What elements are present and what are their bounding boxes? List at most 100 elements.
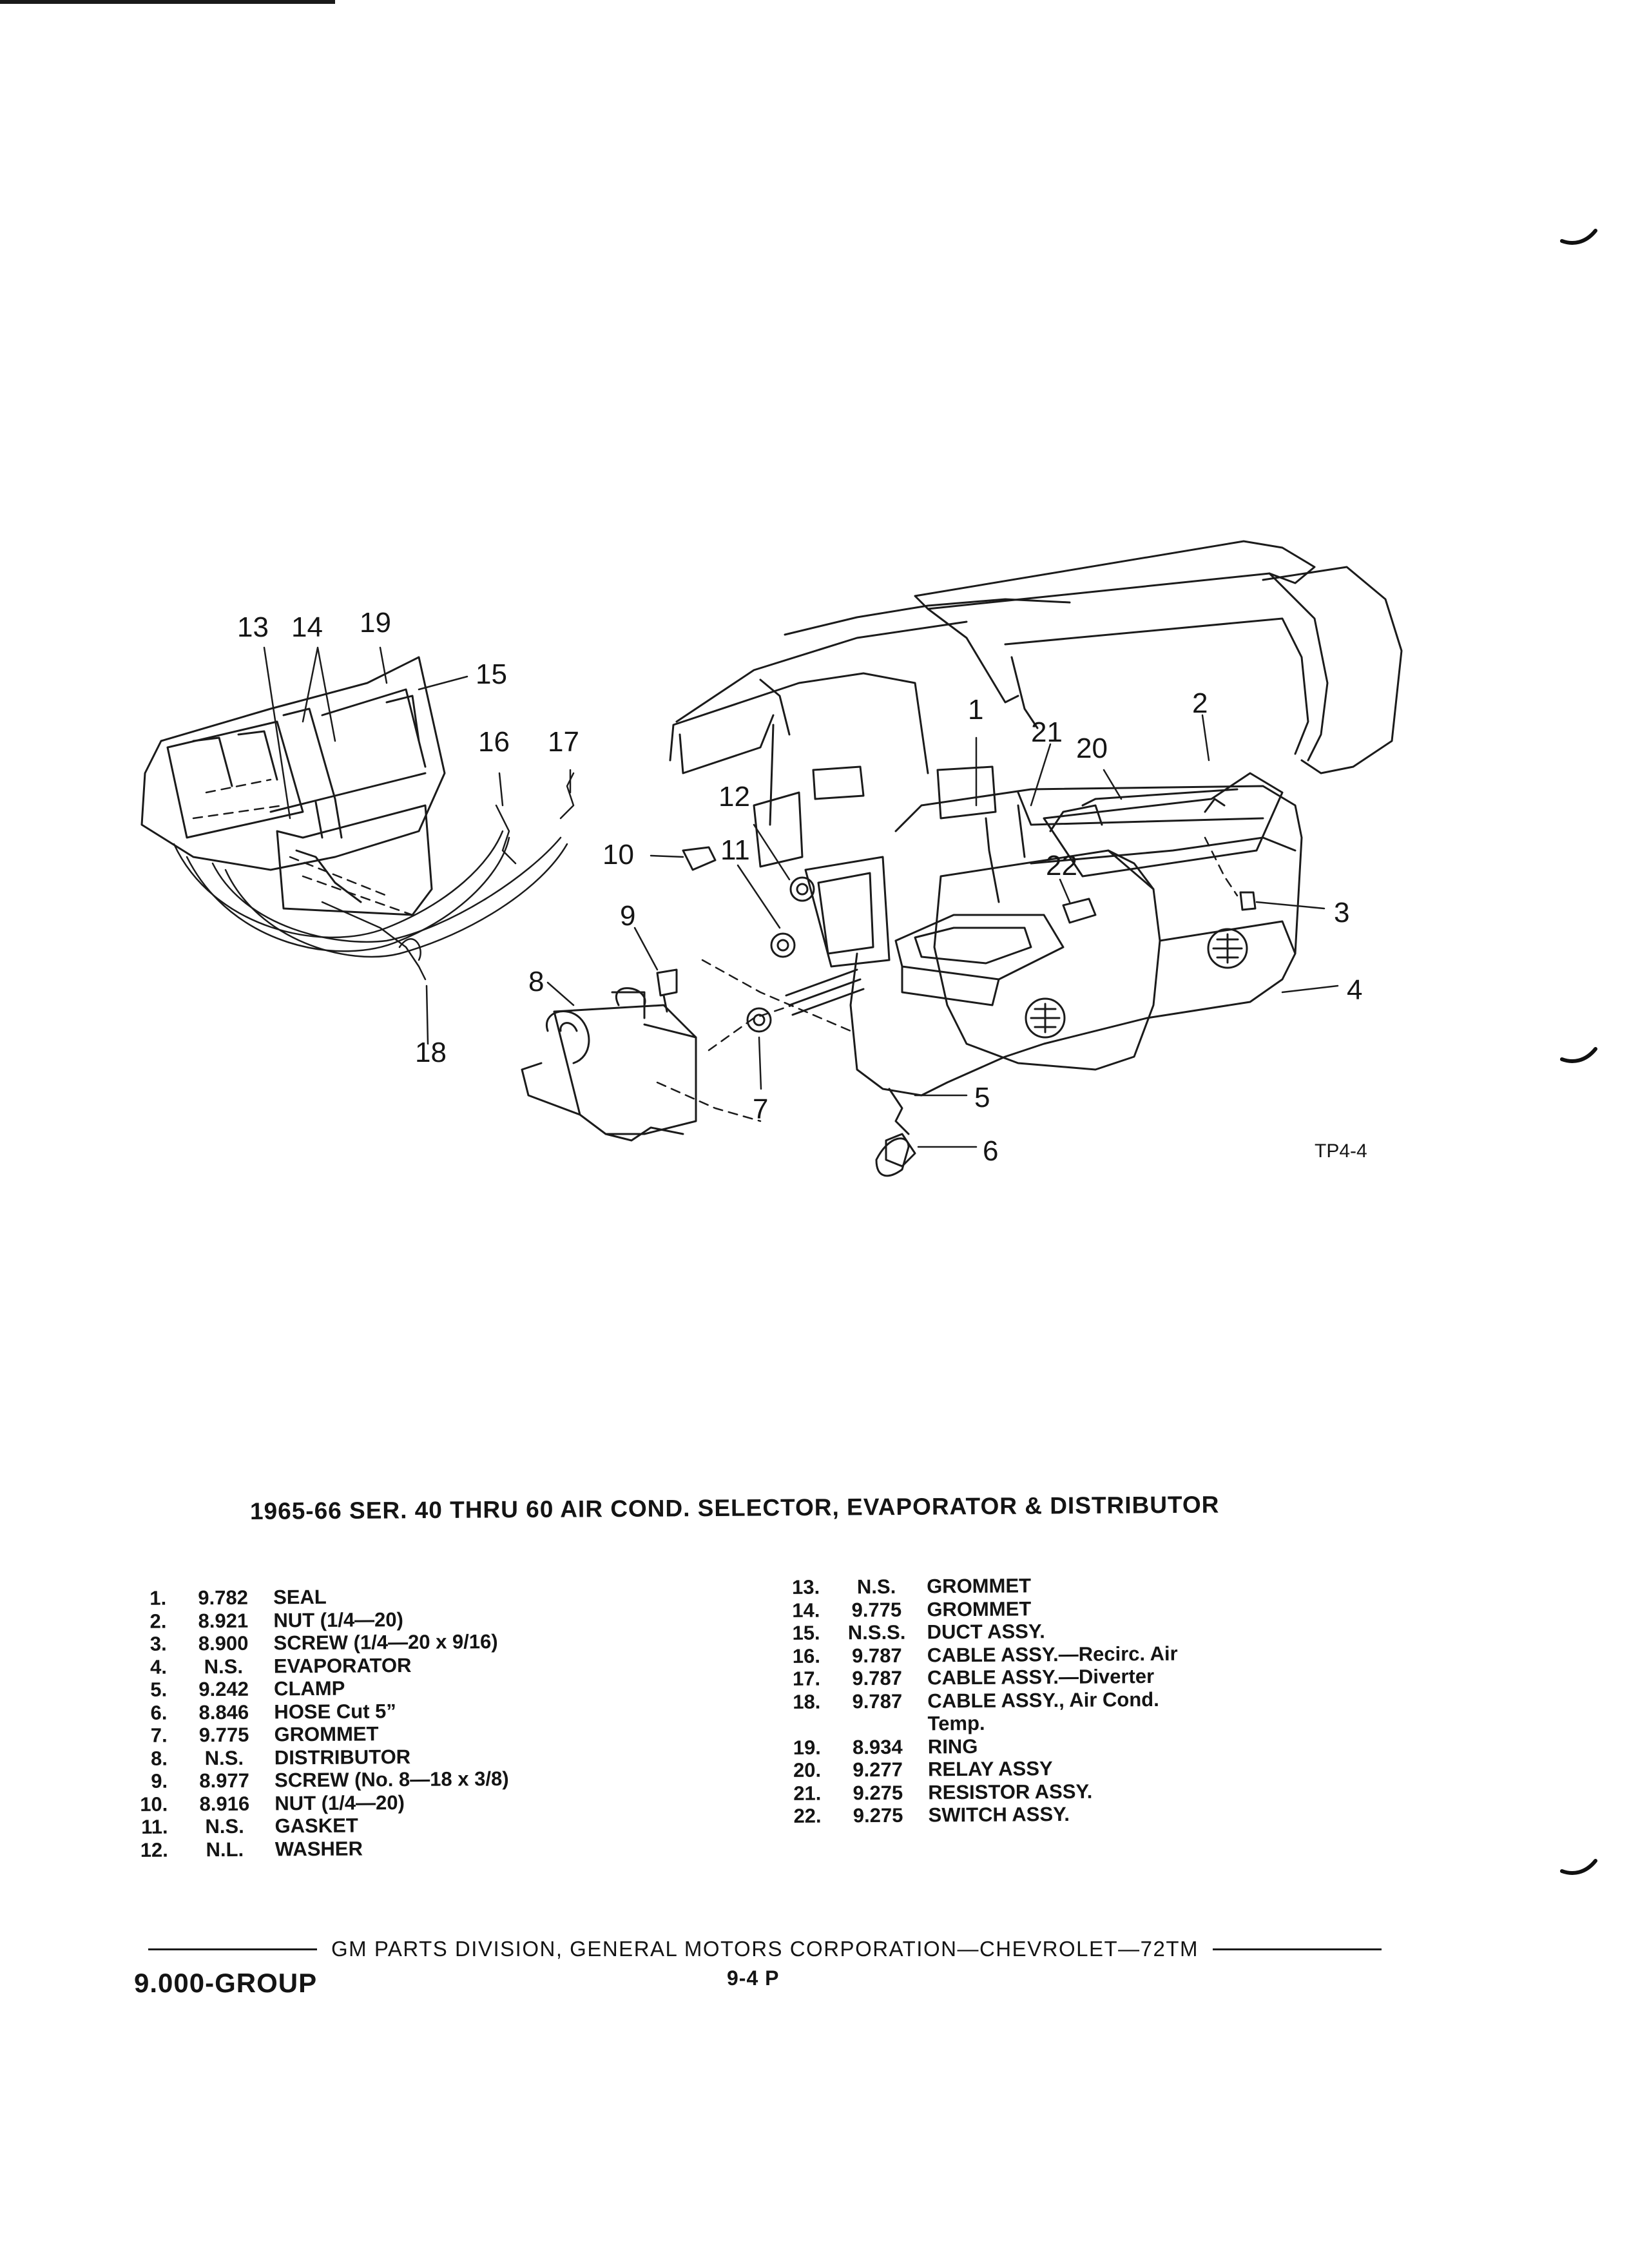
part-number: 16. (792, 1644, 820, 1667)
footer: GM PARTS DIVISION, GENERAL MOTORS CORPOR… (148, 1935, 1392, 1963)
callout-22: 22 (1046, 850, 1077, 881)
group-code: N.S.S. (847, 1620, 906, 1644)
part-number: 3. (149, 1632, 167, 1655)
part-description: WASHER (275, 1836, 363, 1860)
evaporator-housing-drawing (849, 772, 1303, 1097)
group-code: N.S. (205, 1814, 244, 1838)
distributor-drawing (521, 987, 697, 1142)
part-description: SCREW (No. 8—18 x 3/8) (274, 1767, 509, 1792)
leader-lines (263, 646, 1339, 1148)
top-edge-rule (0, 0, 335, 4)
callout-9: 9 (620, 900, 636, 932)
part-description: EVAPORATOR (273, 1653, 412, 1677)
part-number: 14. (792, 1599, 820, 1622)
callout-19: 19 (360, 607, 391, 639)
parts-list-row: 15. N.S.S. DUCT ASSY. (782, 1619, 1177, 1645)
part-description: HOSE Cut 5” (274, 1699, 396, 1723)
part-description: CABLE ASSY., Air Cond. (927, 1687, 1159, 1712)
group-code: 9.277 (853, 1758, 903, 1782)
duct-assembly-drawing (140, 656, 446, 916)
parts-list-row: 7. 9.775 GROMMET (130, 1722, 508, 1747)
part-number: 19. (793, 1736, 821, 1759)
part-number: 21. (793, 1782, 822, 1805)
part-number: 8. (150, 1747, 168, 1770)
publisher-line: GM PARTS DIVISION, GENERAL MOTORS CORPOR… (331, 1937, 1199, 1961)
group-code: 9.775 (851, 1598, 902, 1621)
part-description: RESISTOR ASSY. (928, 1780, 1093, 1803)
part-number: 15. (792, 1621, 820, 1644)
part-number: 13. (791, 1575, 820, 1599)
parts-list-row: 11. N.S. GASKET (130, 1813, 509, 1839)
part-number: 17. (792, 1667, 821, 1690)
part-description: CABLE ASSY.—Diverter (927, 1664, 1155, 1689)
group-code: 9.787 (851, 1644, 902, 1667)
callout-14: 14 (291, 611, 323, 643)
part-number: 12. (140, 1838, 168, 1861)
group-code: N.S. (204, 1655, 244, 1678)
part-description: SCREW (1/4—20 x 9/16) (273, 1630, 498, 1655)
parts-list-row: 2. 8.921 NUT (1/4—20) (129, 1607, 508, 1633)
callout-6: 6 (983, 1135, 999, 1167)
part-description: NUT (1/4—20) (273, 1608, 404, 1631)
part-number: 2. (149, 1610, 167, 1633)
part-number: 11. (141, 1815, 168, 1838)
group-code: 8.921 (198, 1609, 249, 1632)
part-description: NUT (1/4—20) (275, 1791, 405, 1814)
part-number: 9. (151, 1769, 168, 1792)
group-code: N.S. (856, 1575, 896, 1599)
part-description: GROMMET (274, 1722, 379, 1746)
parts-list-row: 8.N.S.DISTRIBUTOR (130, 1744, 509, 1770)
group-code: 9.787 (852, 1689, 903, 1713)
group-code: 8.846 (198, 1700, 249, 1724)
footer-rule-left (148, 1948, 317, 1950)
parts-list-row: 13.N.S.GROMMET (782, 1573, 1177, 1599)
callout-10: 10 (602, 839, 634, 870)
callout-12: 12 (718, 781, 750, 812)
callout-1: 1 (968, 694, 984, 726)
group-code: 9.775 (198, 1723, 249, 1747)
parts-list-row: 3. 8.900 SCREW (1/4—20 x 9/16) (129, 1630, 508, 1656)
callout-13: 13 (237, 611, 269, 643)
callout-16: 16 (478, 726, 510, 758)
parts-list-row: 16. 9.787 CABLE ASSY.—Recirc. Air (783, 1642, 1178, 1667)
part-description: CLAMP (273, 1677, 345, 1700)
hidden-lines (192, 778, 1239, 1122)
callout-4: 4 (1347, 974, 1363, 1006)
binder-tick-mark (1560, 1047, 1597, 1063)
group-code: 9.782 (198, 1586, 249, 1610)
binder-tick-mark (1560, 229, 1597, 245)
callout-18: 18 (415, 1037, 447, 1068)
part-number: 4. (149, 1655, 167, 1678)
part-description: GASKET (275, 1814, 358, 1838)
group-code: 8.977 (199, 1769, 250, 1792)
parts-list-row: 12.N.L.WASHER (131, 1836, 510, 1861)
part-description: CABLE ASSY.—Recirc. Air (927, 1642, 1178, 1666)
callout-11: 11 (720, 834, 750, 866)
callout-21: 21 (1031, 716, 1063, 748)
group-code: 8.900 (198, 1631, 249, 1655)
part-number: 7. (150, 1724, 168, 1747)
binder-tick-mark (1560, 1859, 1597, 1875)
part-description: SEAL (273, 1585, 327, 1609)
part-description: DUCT ASSY. (927, 1620, 1045, 1644)
part-description: RELAY ASSY (927, 1757, 1053, 1781)
part-description-continued: Temp. (927, 1711, 985, 1735)
callout-7: 7 (753, 1093, 769, 1125)
part-description: SWITCH ASSY. (928, 1802, 1070, 1827)
group-code: 8.934 (852, 1735, 903, 1758)
group-code: N.S. (204, 1746, 244, 1769)
callout-2: 2 (1192, 687, 1208, 719)
callout-8: 8 (528, 966, 545, 997)
group-number: 9.000-GROUP (134, 1968, 318, 1998)
